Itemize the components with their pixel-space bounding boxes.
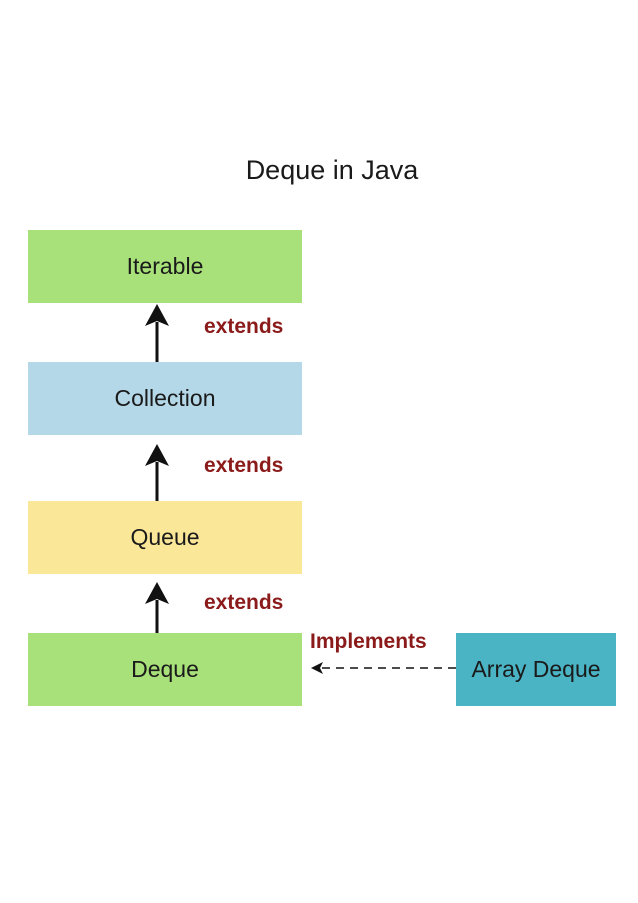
extends-label-queue-collection: extends [204, 454, 284, 477]
queue-node: Queue [28, 501, 302, 574]
iterable-node: Iterable [28, 230, 302, 303]
arrow-array-deque-to-deque [311, 662, 456, 674]
array-deque-node: Array Deque [456, 633, 616, 706]
arrow-queue-to-collection [145, 444, 169, 501]
diagram-title: Deque in Java [245, 155, 419, 185]
implements-label: Implements [310, 630, 427, 653]
deque-node: Deque [28, 633, 302, 706]
collection-node: Collection [28, 362, 302, 435]
arrow-collection-to-iterable [145, 304, 169, 362]
extends-label-collection-iterable: extends [204, 315, 284, 338]
arrow-deque-to-queue [145, 582, 169, 633]
extends-label-deque-queue: extends [204, 591, 284, 614]
